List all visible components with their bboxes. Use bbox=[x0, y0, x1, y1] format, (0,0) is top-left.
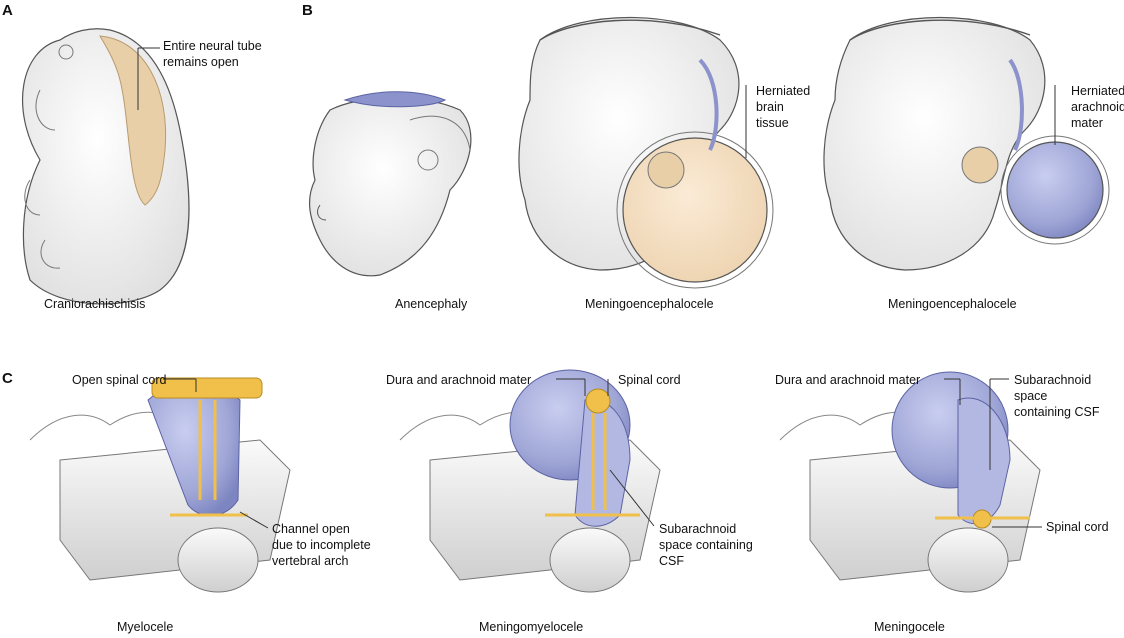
fetus-illustration bbox=[21, 28, 190, 305]
label-line: Subarachnoid bbox=[659, 522, 737, 536]
label-open-spinal-cord: Open spinal cord bbox=[72, 373, 167, 387]
label-subarachnoid-c2: Subarachnoid space containing CSF bbox=[659, 521, 779, 569]
meningomyelocele-vertebra bbox=[399, 369, 661, 593]
callout-line: Herniated bbox=[1071, 84, 1124, 98]
anencephaly-head bbox=[309, 91, 472, 277]
label-channel-open: Channel open due to incomplete vertebral… bbox=[272, 521, 402, 569]
label-line: CSF bbox=[659, 554, 684, 568]
meningocele-vertebra bbox=[779, 371, 1041, 593]
meningoencephalocele-arachnoid-head bbox=[823, 17, 1110, 271]
caption-craniorachischisis: Craniorachischisis bbox=[44, 297, 146, 311]
label-subarachnoid-c3: Subarachnoid space containing CSF bbox=[1014, 372, 1124, 420]
myelocele-vertebra bbox=[29, 377, 291, 593]
callout-line-c2-side bbox=[609, 469, 655, 527]
caption-anencephaly: Anencephaly bbox=[395, 297, 468, 311]
callout-line: Herniated bbox=[756, 84, 811, 98]
caption-meningocele: Meningocele bbox=[874, 620, 945, 634]
callout-line: brain bbox=[756, 100, 784, 114]
callout-neural-tube: Entire neural tube remains open bbox=[163, 38, 283, 70]
label-line: Subarachnoid space bbox=[1014, 373, 1092, 403]
panel-letter-a: A bbox=[2, 2, 13, 19]
caption-meningoencephalocele-arachnoid: Meningoencephalocele bbox=[888, 297, 1017, 311]
label-spinal-cord-c2: Spinal cord bbox=[618, 373, 681, 387]
callout-herniated-arachnoid: Herniated arachnoid mater bbox=[1071, 83, 1124, 131]
callout-line: tissue bbox=[756, 116, 789, 130]
label-spinal-cord-c3: Spinal cord bbox=[1046, 520, 1109, 534]
panel-letter-b: B bbox=[302, 2, 313, 19]
label-line: Channel open bbox=[272, 522, 350, 536]
open-neural-tube bbox=[99, 35, 167, 206]
label-line: containing CSF bbox=[1014, 405, 1100, 419]
caption-myelocele: Myelocele bbox=[117, 620, 174, 634]
caption-meningoencephalocele-brain: Meningoencephalocele bbox=[585, 297, 714, 311]
panel-letter-c: C bbox=[2, 370, 13, 387]
callout-line-c1-side bbox=[239, 511, 269, 529]
label-dura-arachnoid-c3: Dura and arachnoid mater bbox=[775, 373, 921, 387]
callout-herniated-brain: Herniated brain tissue bbox=[756, 83, 836, 131]
callout-line: arachnoid bbox=[1071, 100, 1124, 114]
label-line: vertebral arch bbox=[272, 554, 349, 568]
callout-line: mater bbox=[1071, 116, 1103, 130]
meningoencephalocele-brain-head bbox=[518, 17, 774, 289]
callout-line: remains open bbox=[163, 55, 239, 69]
label-dura-arachnoid-c2: Dura and arachnoid mater bbox=[386, 373, 532, 387]
label-line: due to incomplete bbox=[272, 538, 371, 552]
callout-line: Entire neural tube bbox=[163, 39, 262, 53]
caption-meningomyelocele: Meningomyelocele bbox=[479, 620, 584, 634]
label-line: space containing bbox=[659, 538, 753, 552]
